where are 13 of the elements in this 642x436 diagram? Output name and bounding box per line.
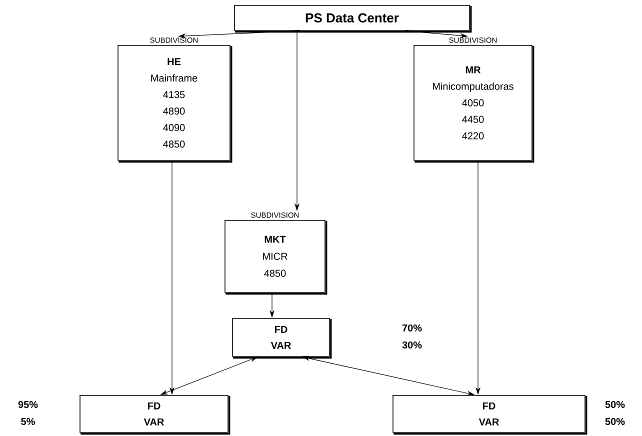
- process-box: FD VAR: [232, 318, 332, 359]
- percentage-label: 95%: [18, 400, 38, 408]
- percentage-label: 5%: [21, 418, 35, 426]
- process-box: MR Minicomputadoras 4050 4450 4220: [414, 45, 534, 163]
- percentage-label: 70%: [402, 324, 422, 332]
- percentage-label: 50%: [605, 400, 625, 408]
- percentage-label: 30%: [402, 341, 422, 349]
- percentage-label: 50%: [605, 418, 625, 426]
- process-box: PS Data Center: [234, 5, 472, 33]
- process-box: FD VAR: [80, 395, 230, 435]
- process-box: HE Mainframe 4135 4890 4090 4850: [118, 45, 232, 163]
- process-box: FD VAR: [392, 395, 588, 435]
- process-box: MKT MICR 4850: [224, 220, 328, 295]
